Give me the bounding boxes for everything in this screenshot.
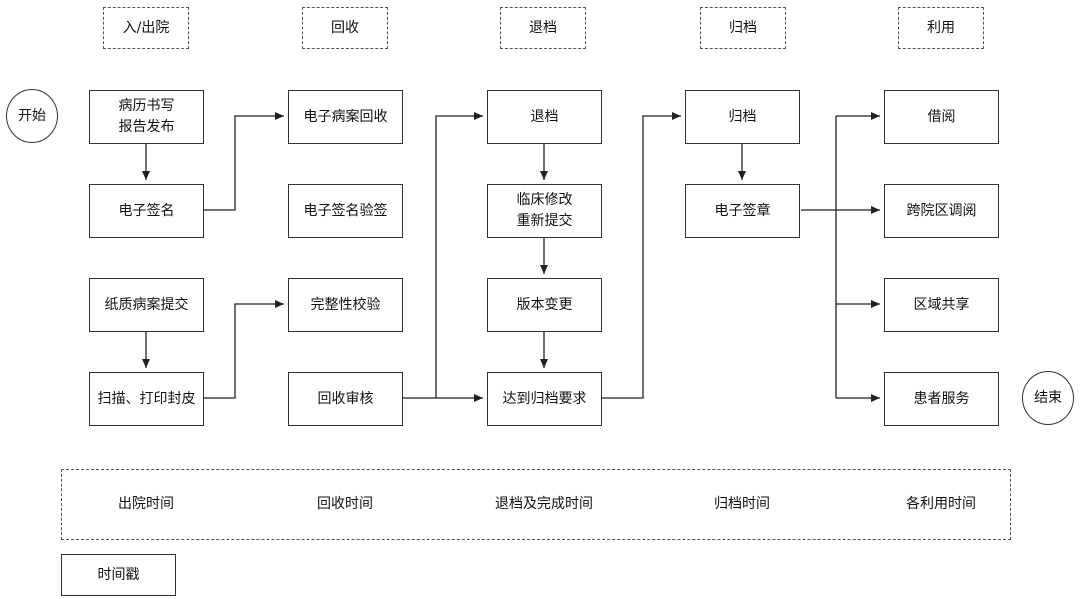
arrow-review-to-return (403, 112, 483, 399)
node-clinical-edit: 临床修改 重新提交 (487, 184, 602, 238)
node-e-signature-verify: 电子签名验签 (288, 184, 403, 238)
timestamp-archive: 归档时间 (714, 496, 770, 512)
node-paper-submit: 纸质病案提交 (89, 278, 204, 332)
arrow-scan-to-completeness (203, 300, 284, 399)
node-e-record-recovery: 电子病案回收 (288, 90, 403, 144)
node-archive-file: 归档 (685, 90, 800, 144)
node-patient-service: 患者服务 (884, 372, 999, 426)
timestamp-discharge: 出院时间 (118, 496, 174, 512)
node-borrow: 借阅 (884, 90, 999, 144)
arrow-requirement-to-archive (602, 112, 681, 399)
timestamp-return-complete: 退档及完成时间 (495, 496, 593, 512)
node-recovery-review: 回收审核 (288, 372, 403, 426)
start-terminal: 开始 (6, 89, 58, 143)
node-meet-requirement: 达到归档要求 (487, 372, 602, 426)
timestamp-band (61, 469, 1011, 540)
stage-recovery: 回收 (302, 7, 388, 49)
stage-archive: 归档 (700, 7, 786, 49)
node-version-change: 版本变更 (487, 278, 602, 332)
arrow-signature-to-recovery (203, 112, 284, 211)
timestamp-use: 各利用时间 (906, 496, 976, 512)
legend-timestamp: 时间戳 (61, 554, 176, 596)
node-record-writing: 病历书写 报告发布 (89, 90, 204, 144)
node-e-signature: 电子签名 (89, 184, 204, 238)
node-return-file: 退档 (487, 90, 602, 144)
end-terminal: 结束 (1022, 371, 1074, 425)
stage-return: 退档 (500, 7, 586, 49)
node-scan-print: 扫描、打印封皮 (89, 372, 204, 426)
node-regional-share: 区域共享 (884, 278, 999, 332)
timestamp-recovery: 回收时间 (317, 496, 373, 512)
stage-admission: 入/出院 (103, 7, 189, 49)
node-cross-hospital: 跨院区调阅 (884, 184, 999, 238)
node-e-seal: 电子签章 (685, 184, 800, 238)
node-completeness-check: 完整性校验 (288, 278, 403, 332)
stage-use: 利用 (898, 7, 984, 49)
